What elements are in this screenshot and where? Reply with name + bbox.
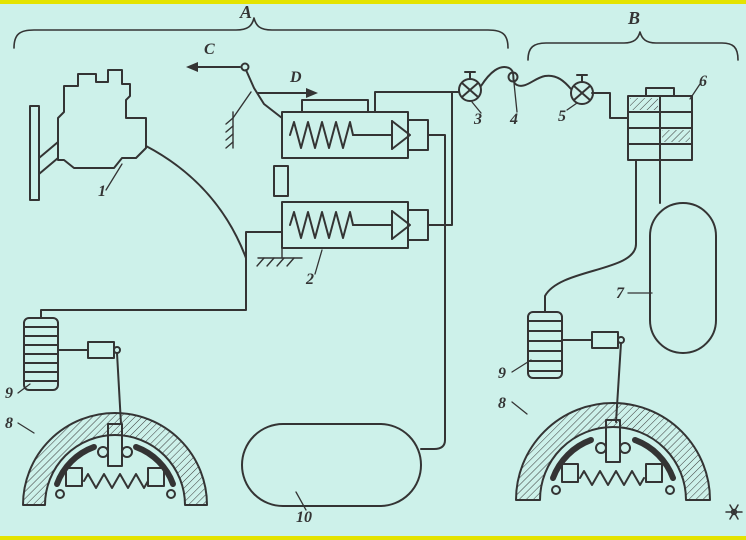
hose-coupling [507, 71, 519, 83]
part-label-brake-valve: 2 [306, 271, 314, 288]
section-label-b: B [628, 8, 641, 28]
part-label-brake-drum-left: 8 [5, 415, 13, 432]
brake-chamber-left [23, 317, 122, 425]
callout-leaders [17, 82, 701, 511]
part-label-disconnect-valve-left: 3 [474, 111, 482, 128]
disconnect-valve-left [458, 71, 482, 102]
main-air-reservoir [241, 423, 422, 507]
section-b-brace [527, 31, 739, 61]
part-label-brake-chamber-right: 9 [498, 365, 506, 382]
direction-label-d: D [290, 69, 302, 86]
trailer-air-reservoir [649, 202, 717, 354]
air-pipes [40, 66, 661, 450]
air-distributor [627, 87, 693, 161]
top-border-line [0, 0, 746, 4]
wall-anchor-hatching [225, 91, 303, 267]
brake-drum-right [515, 402, 711, 501]
part-label-trailer-reservoir: 7 [616, 285, 624, 302]
section-a-brace [13, 17, 509, 49]
part-label-main-reservoir: 10 [296, 509, 312, 526]
part-label-brake-chamber-left: 9 [5, 385, 13, 402]
part-label-engine: 1 [98, 183, 106, 200]
part-label-disconnect-valve-right: 5 [558, 108, 566, 125]
part-label-air-distributor: 6 [699, 73, 707, 90]
direction-label-c: C [204, 41, 215, 58]
brake-valve [273, 99, 429, 249]
part-label-hose-coupling: 4 [510, 111, 518, 128]
engine [29, 69, 147, 201]
bottom-border-line [0, 536, 746, 540]
brake-drum-left [22, 412, 208, 506]
section-label-a: A [240, 2, 253, 22]
part-label-brake-drum-right: 8 [498, 395, 506, 412]
pedal-linkage [186, 62, 318, 119]
snowflake-ornament-icon [725, 504, 743, 520]
disconnect-valve-right [570, 74, 594, 105]
